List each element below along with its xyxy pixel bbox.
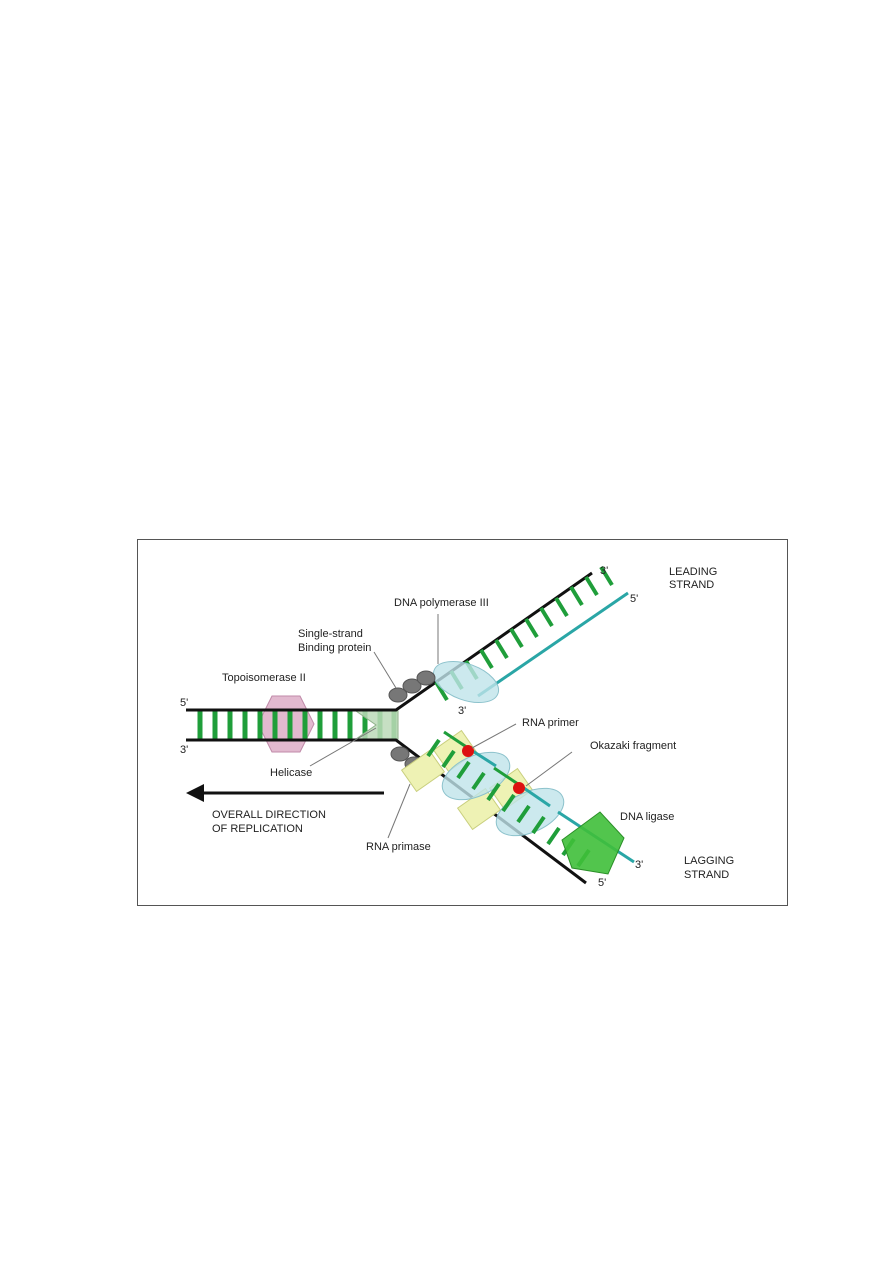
lagging-strand-label-2: STRAND [684, 869, 729, 881]
okazaki-green-segments [443, 730, 519, 786]
leading-3prime-label: 3' [600, 565, 608, 577]
rna-primer-dot-1 [462, 745, 474, 757]
helicase-shape [354, 710, 399, 740]
leading-strand-label-1: LEADING [669, 566, 717, 578]
helicase-label: Helicase [270, 767, 312, 779]
lagging-3prime-label: 3' [635, 859, 643, 871]
parent-3prime-label: 3' [180, 744, 188, 756]
leading-5prime-label: 5' [630, 593, 638, 605]
topoisomerase-label: Topoisomerase II [222, 672, 306, 684]
rna-primer-dot-2 [513, 782, 525, 794]
rna-primer-label: RNA primer [522, 717, 579, 729]
leading-strand-label-2: STRAND [669, 579, 714, 591]
lagging-strand-label-1: LAGGING [684, 855, 734, 867]
polymerase-label: DNA polymerase III [394, 597, 489, 609]
replication-fork-svg: LEADING STRAND 3' 5' DNA polymerase III … [180, 565, 734, 889]
label-leader-lines [309, 614, 573, 839]
dna-ligase-shape [561, 811, 625, 875]
dna-ligase-label: DNA ligase [620, 811, 674, 823]
leading-inner-3prime-label: 3' [458, 705, 466, 717]
direction-label-2: OF REPLICATION [212, 823, 303, 835]
parent-5prime-label: 5' [180, 697, 188, 709]
leading-new-strand [477, 591, 629, 698]
ssb-label-1: Single-strand [298, 628, 363, 640]
dna-replication-diagram: LEADING STRAND 3' 5' DNA polymerase III … [137, 539, 788, 906]
polymerase-leading [432, 660, 500, 704]
okazaki-label: Okazaki fragment [590, 740, 676, 752]
direction-arrow-head [186, 784, 204, 802]
lagging-5prime-label: 5' [598, 877, 606, 889]
ssb-label-2: Binding protein [298, 642, 371, 654]
rna-primase-label: RNA primase [366, 841, 431, 853]
direction-label-1: OVERALL DIRECTION [212, 809, 326, 821]
